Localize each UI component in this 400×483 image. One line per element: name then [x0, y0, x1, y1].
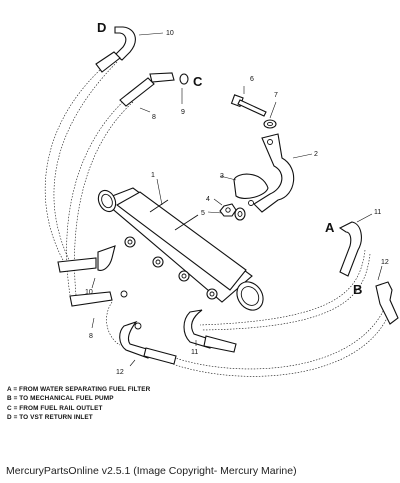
legend: A = FROM WATER SEPARATING FUEL FILTER B …: [7, 385, 150, 422]
legend-a: A = FROM WATER SEPARATING FUEL FILTER: [7, 386, 151, 393]
callout-6: 6: [250, 76, 254, 83]
callout-12-lower: 12: [116, 369, 124, 376]
callout-7: 7: [274, 92, 278, 99]
callout-4: 4: [206, 196, 210, 203]
callout-11-lower: 11: [191, 349, 198, 356]
washer: [263, 119, 277, 129]
callout-5: 5: [201, 210, 205, 217]
callout-10-upper: 10: [166, 30, 174, 37]
image-caption: MercuryPartsOnline v2.5.1 (Image Copyrig…: [6, 465, 297, 477]
callout-10-lower: 10: [85, 289, 93, 296]
letter-a: A: [325, 220, 335, 235]
mounting-clamp: [233, 133, 295, 213]
fitting-11-lower: [183, 309, 237, 353]
callout-8-lower: 8: [89, 333, 93, 340]
callout-3: 3: [220, 173, 224, 180]
bolt: [230, 94, 267, 117]
letter-d: D: [97, 20, 106, 35]
callout-9: 9: [181, 109, 185, 116]
fitting-d-return: [95, 26, 136, 73]
callout-1: 1: [151, 172, 155, 179]
fuel-cooler: [97, 187, 264, 311]
o-ring: [179, 73, 189, 85]
fuel-hoses: [44, 59, 393, 377]
callout-11-upper: 11: [374, 209, 381, 216]
legend-b: B = TO MECHANICAL FUEL PUMP: [7, 395, 114, 403]
legend-d: D = TO VST RETURN INLET: [7, 413, 93, 421]
fitting-10-lower: [57, 245, 116, 273]
fitting-8-lower: [69, 290, 128, 307]
fitting-b-pump: [375, 281, 399, 325]
callout-2: 2: [314, 151, 318, 158]
letter-c: C: [193, 74, 203, 89]
letter-b: B: [353, 282, 362, 297]
callout-12-upper: 12: [381, 259, 389, 266]
fitting-a-filter: [338, 221, 362, 277]
fitting-c-rail: [119, 72, 175, 107]
callout-8-upper: 8: [152, 114, 156, 121]
legend-c: C = FROM FUEL RAIL OUTLET: [7, 404, 103, 412]
nut-and-washer: [219, 203, 246, 221]
leader-lines: [91, 32, 383, 367]
fitting-12-lower: [119, 320, 177, 365]
